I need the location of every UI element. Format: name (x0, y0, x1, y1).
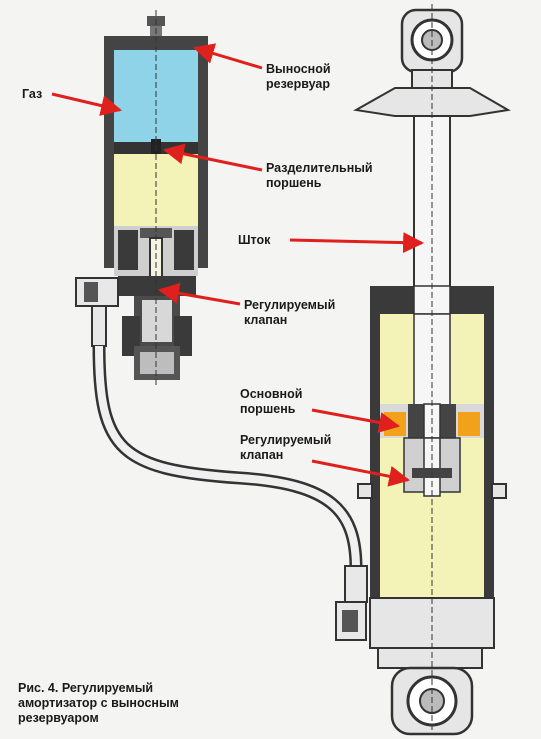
label-adjustable-valve-bottom-line2: клапан (240, 448, 284, 462)
side-bolt-left (357, 483, 373, 499)
figure-caption: Рис. 4. Регулируемый амортизатор с вынос… (18, 681, 179, 726)
adjuster-inner (142, 300, 172, 342)
label-adjustable-valve-bottom-line1: Регулируемый (240, 433, 332, 447)
label-rod: Шток (238, 233, 271, 247)
label-separator-piston: Разделительный поршень (266, 161, 373, 191)
arrow-rod (289, 232, 425, 254)
label-remote-reservoir-line2: резервуар (266, 77, 330, 91)
valve-block-right-part (174, 230, 194, 270)
label-separator-piston-line1: Разделительный (266, 161, 373, 175)
label-adjustable-valve-top-line2: клапан (244, 313, 288, 327)
side-bolt-right (491, 483, 507, 499)
arrow-separator-piston (162, 143, 263, 172)
reservoir-wall-left (104, 48, 114, 268)
label-main-piston-line1: Основной (240, 387, 303, 401)
arrow-main-piston (311, 408, 401, 433)
label-main-piston-line2: поршень (240, 402, 296, 416)
label-remote-reservoir-line1: Выносной (266, 62, 331, 76)
hose-fitting-nut (84, 282, 98, 302)
rod-seal-passage (413, 285, 451, 315)
body-lower-section (369, 597, 495, 649)
valve-block-left-part (118, 230, 138, 270)
arrow-remote-reservoir (192, 43, 263, 70)
valve-seat (140, 228, 172, 238)
label-remote-reservoir: Выносной резервуар (266, 62, 331, 92)
label-adjustable-valve-top: Регулируемый клапан (244, 298, 335, 328)
main-shock-absorber (352, 4, 511, 736)
hose-connector-bottom (344, 565, 368, 603)
spring-perch (352, 87, 511, 117)
arrow-gas (51, 92, 123, 116)
caption-line1: Рис. 4. Регулируемый (18, 681, 154, 695)
main-piston-right-accent (458, 412, 480, 436)
caption-line2: амортизатор с выносным (18, 696, 179, 710)
label-adjustable-valve-top-line1: Регулируемый (244, 298, 336, 312)
arrow-adjustable-valve-top (157, 282, 241, 306)
remote-reservoir (75, 10, 208, 385)
body-wall-right (484, 312, 494, 642)
label-adjustable-valve-bottom: Регулируемый клапан (240, 433, 331, 463)
pointer-arrows (51, 43, 425, 487)
caption-line3: резервуаром (18, 711, 99, 725)
label-gas: Газ (22, 87, 43, 101)
hose-fitting-bottom-nut (342, 610, 358, 632)
adjuster-bottom-inner (140, 352, 174, 374)
label-separator-piston-line2: поршень (266, 176, 322, 190)
arrow-adjustable-valve-bottom (311, 459, 411, 487)
label-main-piston: Основной поршень (240, 387, 302, 417)
hose (95, 345, 360, 569)
bottom-mount-neck (377, 647, 483, 669)
body-wall-left (370, 312, 380, 642)
hose-connector-top (91, 305, 107, 347)
